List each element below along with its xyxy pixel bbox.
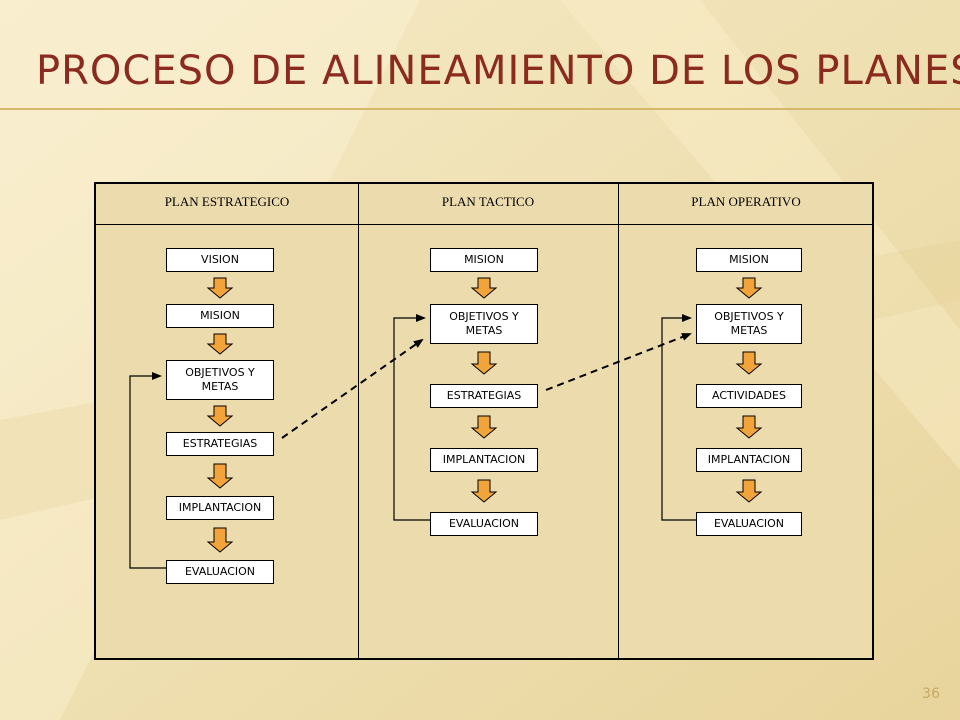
alignment-arrow-estrategico-to-tactico — [281, 338, 424, 439]
page-title: PROCESO DE ALINEAMIENTO DE LOS PLANES — [36, 48, 960, 94]
down-arrow-icon — [735, 277, 763, 299]
estrategico-mision-box: MISION — [166, 304, 274, 328]
estrategico-evaluacion-box: EVALUACION — [166, 560, 274, 584]
table-header-row — [96, 184, 872, 225]
down-arrow-icon — [206, 463, 234, 489]
tactico-estrategias-box: ESTRATEGIAS — [430, 384, 538, 408]
operativo-evaluacion-box: EVALUACION — [696, 512, 802, 536]
operativo-objetivos-box: OBJETIVOS Y METAS — [696, 304, 802, 344]
estrategico-implantacion-box: IMPLANTACION — [166, 496, 274, 520]
column-divider — [358, 184, 359, 658]
tactico-mision-box: MISION — [430, 248, 538, 272]
down-arrow-icon — [206, 333, 234, 355]
estrategico-estrategias-box: ESTRATEGIAS — [166, 432, 274, 456]
estrategico-objetivos-box: OBJETIVOS Y METAS — [166, 360, 274, 400]
feedback-loop-operativo — [661, 314, 696, 521]
operativo-actividades-box: ACTIVIDADES — [696, 384, 802, 408]
down-arrow-icon — [735, 351, 763, 375]
down-arrow-icon — [735, 415, 763, 439]
header-plan-tactico: PLAN TACTICO — [441, 194, 535, 209]
down-arrow-icon — [470, 415, 498, 439]
page-number: 36 — [922, 686, 940, 702]
title-underline — [0, 108, 960, 110]
down-arrow-icon — [735, 479, 763, 503]
down-arrow-icon — [470, 277, 498, 299]
down-arrow-icon — [206, 277, 234, 299]
operativo-implantacion-box: IMPLANTACION — [696, 448, 802, 472]
tactico-objetivos-box: OBJETIVOS Y METAS — [430, 304, 538, 344]
alignment-arrow-tactico-to-operativo — [545, 333, 692, 391]
estrategico-vision-box: VISION — [166, 248, 274, 272]
feedback-loop-tactico — [393, 314, 430, 521]
down-arrow-icon — [206, 405, 234, 427]
column-divider — [618, 184, 619, 658]
tactico-implantacion-box: IMPLANTACION — [430, 448, 538, 472]
operativo-mision-box: MISION — [696, 248, 802, 272]
header-plan-operativo: PLAN OPERATIVO — [691, 194, 801, 209]
down-arrow-icon — [470, 479, 498, 503]
tactico-evaluacion-box: EVALUACION — [430, 512, 538, 536]
header-plan-estrategico: PLAN ESTRATEGICO — [164, 194, 290, 209]
down-arrow-icon — [470, 351, 498, 375]
feedback-loop-estrategico — [129, 372, 166, 569]
down-arrow-icon — [206, 527, 234, 553]
